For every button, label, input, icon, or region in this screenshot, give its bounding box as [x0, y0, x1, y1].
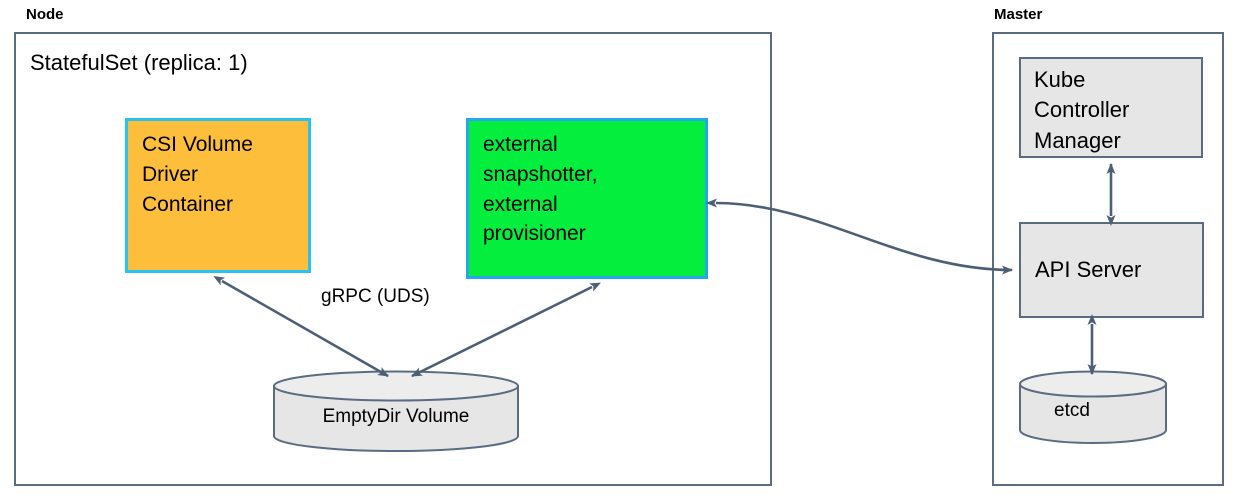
node-group-label: Node [26, 6, 64, 23]
statefulset-title: StatefulSet (replica: 1) [30, 50, 248, 75]
external-line-1: external [483, 133, 558, 156]
external-sidecars-box[interactable]: external snapshotter, external provision… [466, 118, 708, 279]
emptydir-volume-label: EmptyDir Volume [322, 406, 470, 427]
grpc-edge-label: gRPC (UDS) [321, 286, 430, 307]
external-line-3: external [483, 192, 558, 216]
api-server-label: API Server [1035, 256, 1142, 282]
emptydir-volume-cylinder[interactable]: EmptyDir Volume [272, 370, 520, 452]
etcd-cylinder[interactable]: etcd [1018, 370, 1168, 446]
etcd-label: etcd [1054, 400, 1090, 421]
external-line-2: snapshotter, [483, 162, 598, 186]
csi-driver-line-3: Container [142, 192, 234, 216]
kcm-line-2: Controller [1034, 97, 1130, 123]
kube-controller-manager-box[interactable]: Kube Controller Manager [1019, 57, 1203, 158]
master-group-label: Master [994, 6, 1043, 23]
csi-volume-driver-container-box[interactable]: CSI Volume Driver Container [125, 118, 311, 273]
emptydir-cylinder-shape [273, 370, 519, 452]
api-server-box[interactable]: API Server [1019, 222, 1204, 318]
csi-driver-line-1: CSI Volume [142, 133, 253, 156]
csi-driver-line-2: Driver [142, 162, 198, 186]
kcm-line-1: Kube [1034, 67, 1086, 92]
kcm-line-3: Manager [1034, 127, 1121, 153]
external-line-4: provisioner [483, 222, 586, 246]
